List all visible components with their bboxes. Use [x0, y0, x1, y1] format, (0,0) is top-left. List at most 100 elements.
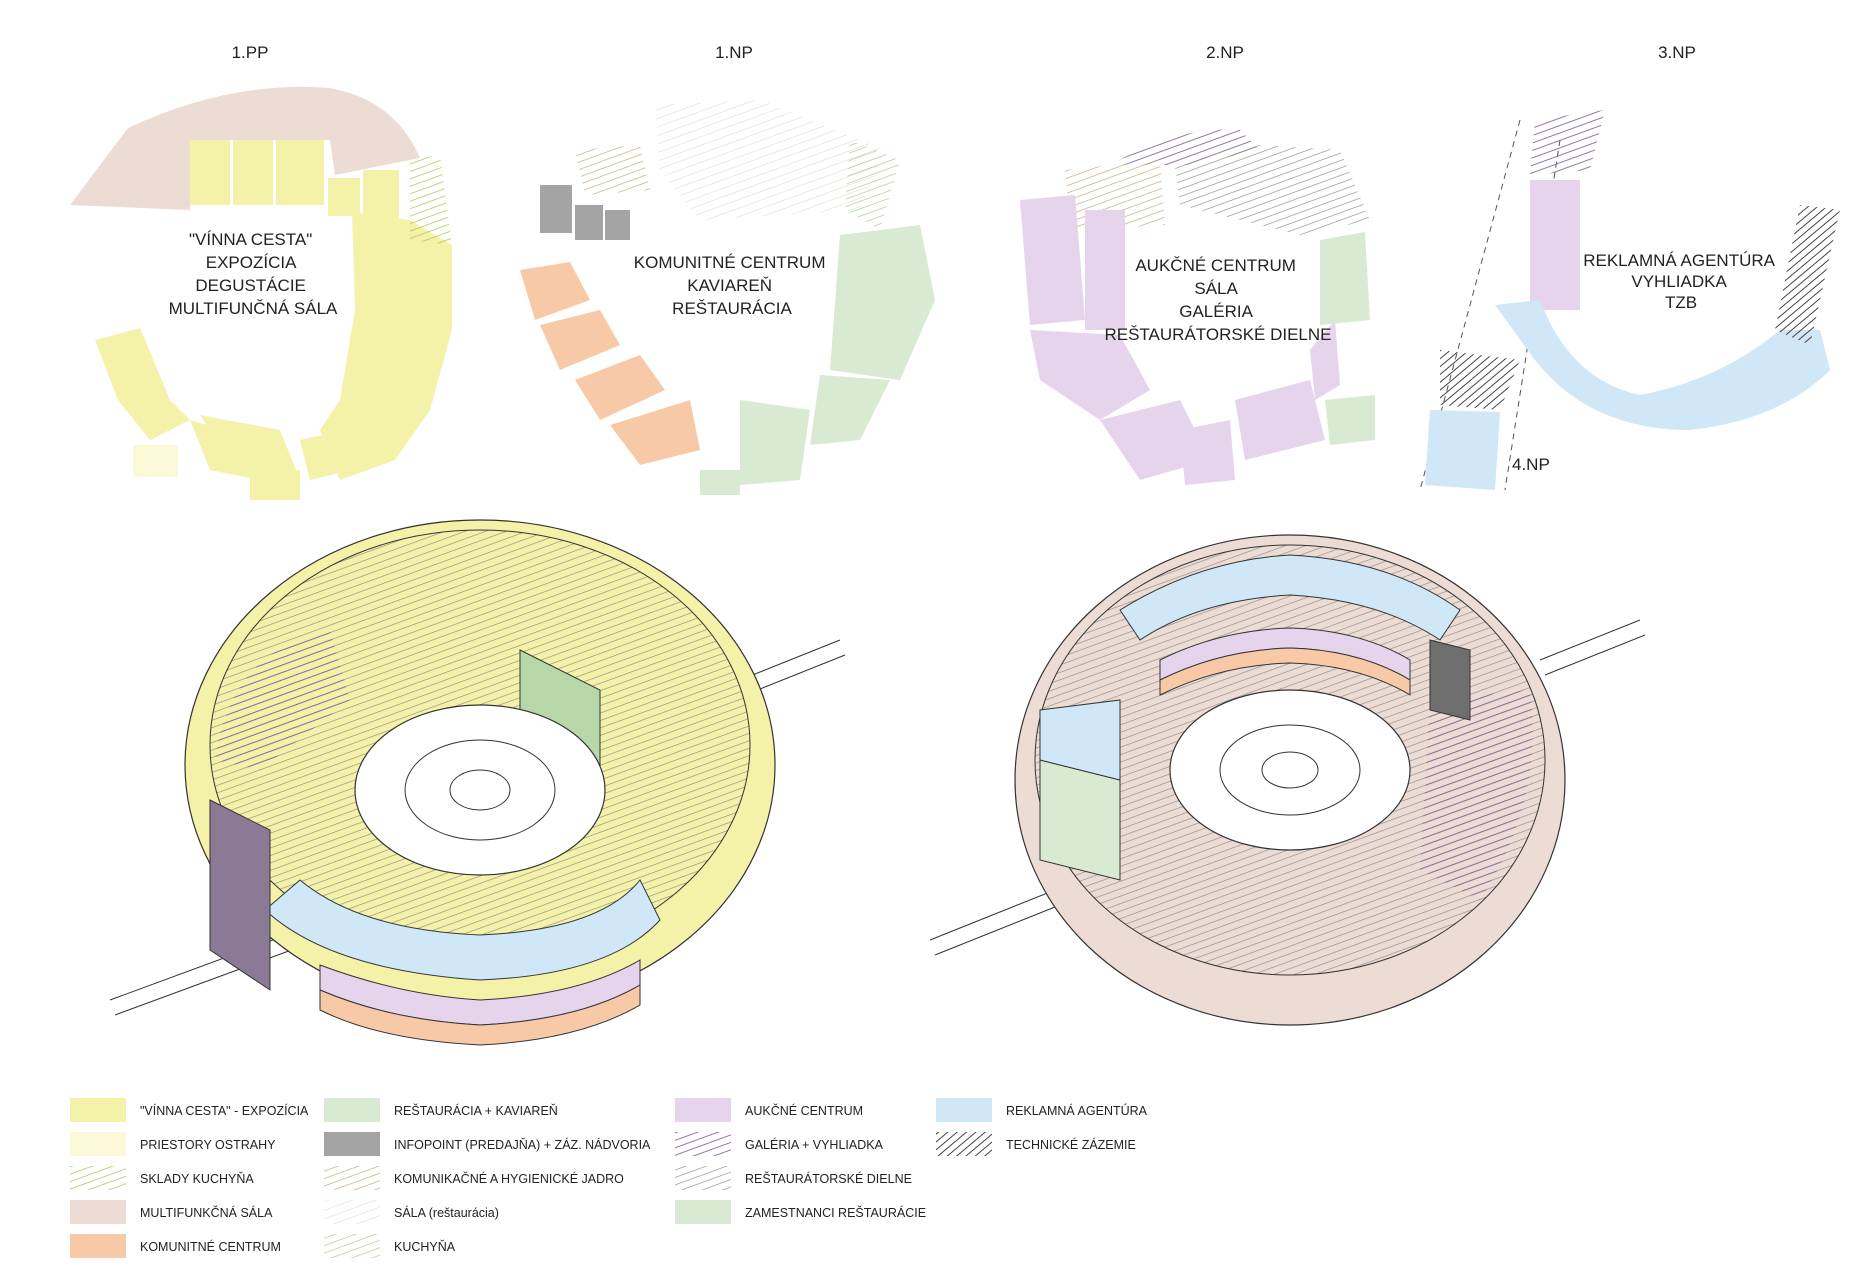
legend-swatch	[70, 1132, 126, 1156]
gallery-3np-zone	[1530, 110, 1605, 175]
floor-title-1pp: 1.PP	[232, 43, 269, 62]
bridge-left-sw	[109, 929, 301, 1001]
legend-item: ZAMESTNANCI REŠTAURÁCIE	[675, 1200, 926, 1224]
legend-label: KOMUNIKAČNÉ A HYGIENICKÉ JADRO	[394, 1171, 624, 1186]
floor-label-4np: 4.NP	[1512, 455, 1550, 474]
legend-item: KUCHYŇA	[324, 1234, 456, 1258]
legend-swatch	[70, 1200, 126, 1224]
floor-title-2np: 2.NP	[1206, 43, 1244, 62]
center-label-2np: AUKČNÉ CENTRUM SÁLA GALÉRIA REŠTAURÁTORS…	[1104, 256, 1331, 344]
tower-dark-right	[1429, 639, 1471, 721]
center-line-1pp-1: "VÍNNA CESTA"	[189, 230, 312, 249]
kitchen-storage-zone	[410, 155, 452, 245]
center-line-2np-4: REŠTAURÁTORSKÉ DIELNE	[1104, 325, 1331, 344]
legend-label: ZAMESTNANCI REŠTAURÁCIE	[745, 1205, 926, 1220]
legend: "VÍNNA CESTA" - EXPOZÍCIA PRIESTORY OSTRA…	[70, 1098, 1148, 1258]
restaurant-hall-zone	[655, 100, 885, 220]
plan-1np: KOMUNITNÉ CENTRUM KAVIAREŇ REŠTAURÁCIA	[520, 100, 935, 495]
legend-label: TECHNICKÉ ZÁZEMIE	[1006, 1137, 1136, 1152]
legend-swatch	[70, 1234, 126, 1258]
restaurant-cafe-zone	[700, 225, 935, 495]
center-line-2np-1: AUKČNÉ CENTRUM	[1135, 256, 1296, 275]
technical-zone-3np	[1775, 205, 1840, 345]
legend-swatch	[324, 1098, 380, 1122]
legend-label: AUKČNÉ CENTRUM	[745, 1103, 863, 1118]
gallery-roof-left	[215, 630, 350, 770]
courtyard-left	[354, 704, 606, 876]
courtyard-inner-left	[404, 739, 556, 841]
legend-label: KUCHYŇA	[394, 1239, 456, 1254]
legend-label: REŠTAURÁCIA + KAVIAREŇ	[394, 1103, 558, 1118]
axonometry-left	[109, 519, 846, 1046]
legend-label: SÁLA (reštaurácia)	[394, 1205, 499, 1220]
auction-3np-zone	[1530, 180, 1580, 310]
legend-item: REKLAMNÁ AGENTÚRA	[936, 1098, 1148, 1122]
advertising-4np-zone	[1425, 410, 1500, 490]
axonometry-right	[929, 534, 1646, 1026]
blue-roof-band-right	[1119, 554, 1461, 641]
legend-item: KOMUNIKAČNÉ A HYGIENICKÉ JADRO	[324, 1166, 624, 1190]
legend-swatch	[70, 1098, 126, 1122]
legend-swatch	[675, 1132, 731, 1156]
multifunctional-hall-zone	[70, 86, 420, 210]
community-centre-zone	[520, 262, 700, 465]
legend-label: REŠTAURÁTORSKÉ DIELNE	[745, 1171, 912, 1186]
legend-item: INFOPOINT (PREDAJŇA) + ZÁZ. NÁDVORIA	[324, 1132, 651, 1156]
legend-label: GALÉRIA + VYHLIADKA	[745, 1137, 884, 1152]
legend-item: TECHNICKÉ ZÁZEMIE	[936, 1132, 1136, 1156]
legend-item: AUKČNÉ CENTRUM	[675, 1098, 863, 1122]
restaurant-staff-2np-zone	[1320, 232, 1370, 325]
communication-core-zone	[575, 145, 650, 195]
legend-label: PRIESTORY OSTRAHY	[140, 1138, 276, 1152]
legend-swatch	[675, 1166, 731, 1190]
center-line-1np-3: REŠTAURÁCIA	[672, 299, 792, 318]
legend-swatch	[324, 1132, 380, 1156]
legend-item: SKLADY KUCHYŇA	[70, 1166, 254, 1190]
legend-item: MULTIFUNKČNÁ SÁLA	[70, 1200, 273, 1224]
center-line-2np-2: SÁLA	[1194, 279, 1238, 298]
legend-item: KOMUNITNÉ CENTRUM	[70, 1234, 281, 1258]
legend-swatch	[324, 1166, 380, 1190]
restoration-workshops-zone	[1175, 145, 1370, 235]
legend-label: INFOPOINT (PREDAJŇA) + ZÁZ. NÁDVORIA	[394, 1137, 651, 1152]
wing-green-right	[1039, 759, 1121, 881]
center-line-3np-1: REKLAMNÁ AGENTÚRA	[1583, 251, 1775, 270]
center-line-3np-2: VYHLIADKA	[1631, 272, 1727, 291]
legend-label: KOMUNITNÉ CENTRUM	[140, 1239, 281, 1254]
infopoint-zone	[540, 185, 630, 240]
center-label-1np: KOMUNITNÉ CENTRUM KAVIAREŇ REŠTAURÁCIA	[634, 253, 830, 318]
legend-swatch	[936, 1098, 992, 1122]
center-line-2np-3: GALÉRIA	[1179, 302, 1253, 321]
legend-label: MULTIFUNKČNÁ SÁLA	[140, 1205, 273, 1220]
kitchen-zone	[845, 140, 900, 230]
legend-swatch	[936, 1132, 992, 1156]
courtyard-core-left	[449, 769, 511, 811]
bridge-right-ne	[1539, 619, 1641, 661]
courtyard-right	[1169, 689, 1411, 851]
legend-label: "VÍNNA CESTA" - EXPOZÍCIA	[140, 1103, 309, 1118]
advertising-agency-zone	[1495, 300, 1830, 430]
auction-centre-zone	[1020, 195, 1340, 485]
center-line-3np-3: TZB	[1665, 293, 1697, 312]
plan-1pp: "VÍNNA CESTA" EXPOZÍCIA DEGUSTÁCIE MULTI…	[70, 86, 452, 500]
legend-item: "VÍNNA CESTA" - EXPOZÍCIA	[70, 1098, 309, 1122]
center-line-1np-1: KOMUNITNÉ CENTRUM	[634, 253, 826, 272]
floor-title-1np: 1.NP	[715, 43, 753, 62]
plan-2np: AUKČNÉ CENTRUM SÁLA GALÉRIA REŠTAURÁTORS…	[1020, 129, 1375, 485]
tower-dark-left	[209, 799, 271, 991]
floor-title-3np: 3.NP	[1658, 43, 1696, 62]
center-label-1pp: "VÍNNA CESTA" EXPOZÍCIA DEGUSTÁCIE MULTI…	[169, 230, 338, 318]
gallery-roof-right	[1420, 690, 1533, 900]
center-line-1pp-4: MULTIFUNČNÁ SÁLA	[169, 299, 338, 318]
legend-swatch	[324, 1234, 380, 1258]
legend-item: PRIESTORY OSTRAHY	[70, 1132, 276, 1156]
legend-swatch	[70, 1166, 126, 1190]
legend-swatch	[675, 1098, 731, 1122]
center-line-1np-2: KAVIAREŇ	[687, 276, 772, 295]
legend-item: REŠTAURÁTORSKÉ DIELNE	[675, 1166, 912, 1190]
wing-blue-right	[1039, 699, 1121, 781]
legend-item: REŠTAURÁCIA + KAVIAREŇ	[324, 1098, 558, 1122]
yellow-ring-rooms	[95, 140, 452, 500]
legend-swatch	[324, 1200, 380, 1224]
